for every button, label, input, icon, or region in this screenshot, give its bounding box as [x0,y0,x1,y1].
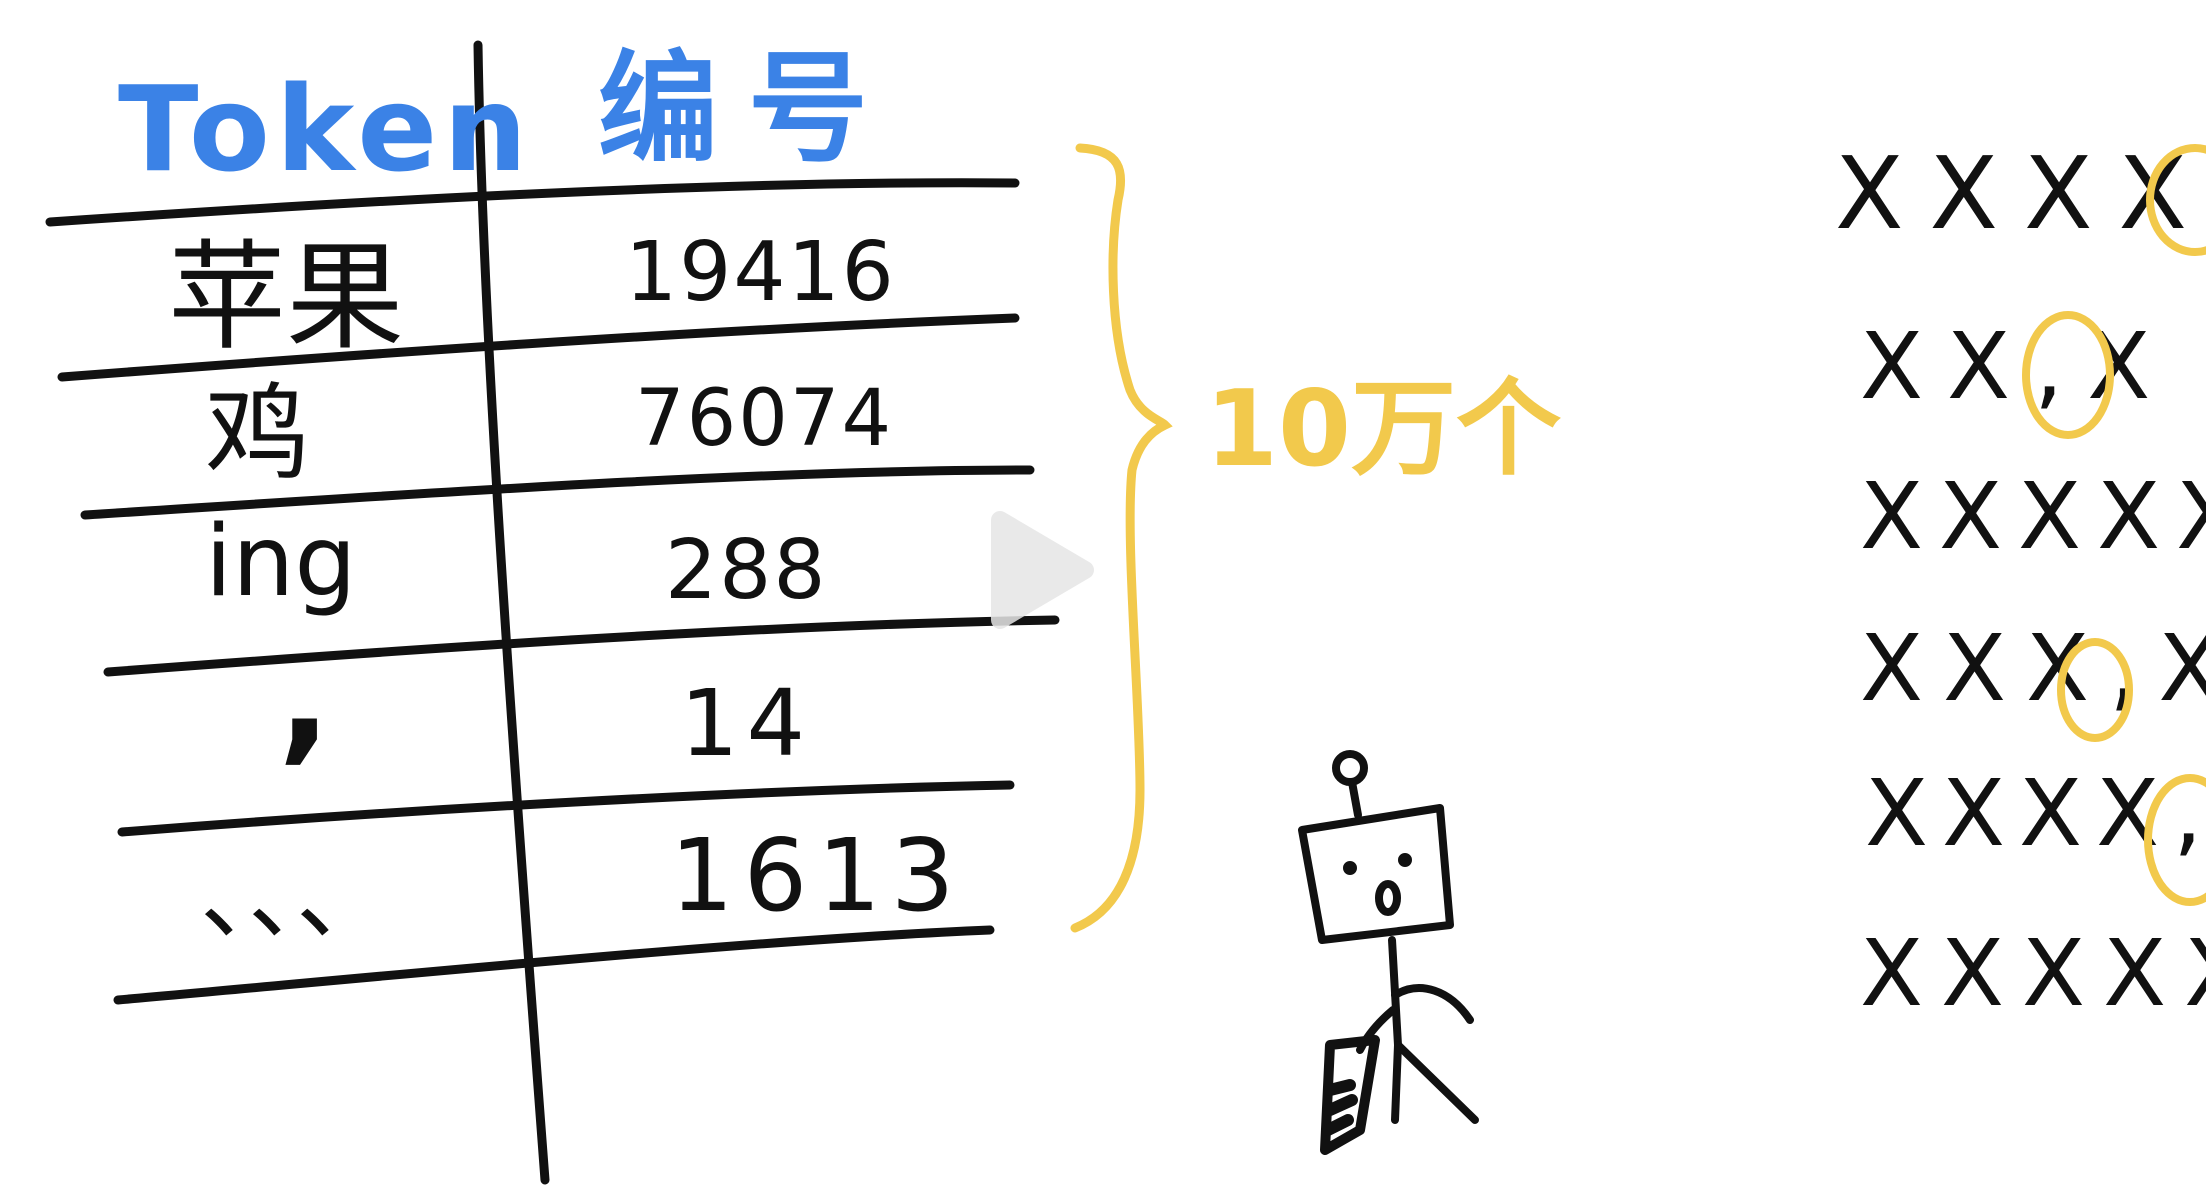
sequence-row-4: XXX,X [1860,615,2206,722]
row-4-token: , [278,616,331,779]
robot-leg-right [1394,1041,1479,1124]
highlight-circle-icon [2146,144,2206,256]
sequence-row-2: XX,X [1860,313,2174,420]
robot-bag-scribble [1322,1079,1358,1136]
row-3-token: ing [205,505,357,619]
table-line-1 [45,178,1020,227]
robot-antenna-ball [1332,750,1368,786]
curly-brace-icon [1070,143,1173,933]
highlight-circle-icon [2144,774,2206,906]
robot-arm-right [1391,984,1474,1024]
row-2-id: 76074 [635,374,893,464]
token-table [45,40,1060,1185]
highlight-circles [2022,144,2206,906]
row-1-token: 苹果 [168,228,404,366]
robot-eye-left [1343,861,1357,875]
table-line-6 [113,925,995,1005]
row-5-token: 、、、 [200,841,392,953]
robot-figure-icon [1298,750,1479,1155]
robot-leg-left [1391,1041,1402,1124]
table-line-3 [80,465,1035,520]
table-line-4 [103,615,1060,677]
highlight-circle-icon [2022,311,2114,439]
row-5-id: 1613 [670,817,965,934]
robot-head [1298,804,1454,944]
row-3-id: 288 [665,523,828,618]
robot-eye-right [1398,853,1412,867]
play-overlay-icon[interactable] [991,511,1094,629]
table-line-5 [117,780,1015,837]
highlight-circle-icon [2057,638,2133,742]
table-line-2 [57,313,1020,382]
brace-label: 10万个 [1205,368,1561,490]
header-id: 编号 [598,40,898,179]
robot-mouth [1375,880,1401,916]
robot-arm-left [1356,1006,1397,1054]
header-token: Token [118,60,533,198]
robot-antenna [1348,778,1362,819]
row-4-id: 14 [680,670,813,777]
robot-bag [1320,1035,1380,1155]
table-vertical-divider [473,40,550,1185]
row-1-id: 19416 [625,225,896,320]
sequence-row-1: XXXX [1835,135,2206,252]
row-2-token: 鸡 [205,373,310,495]
